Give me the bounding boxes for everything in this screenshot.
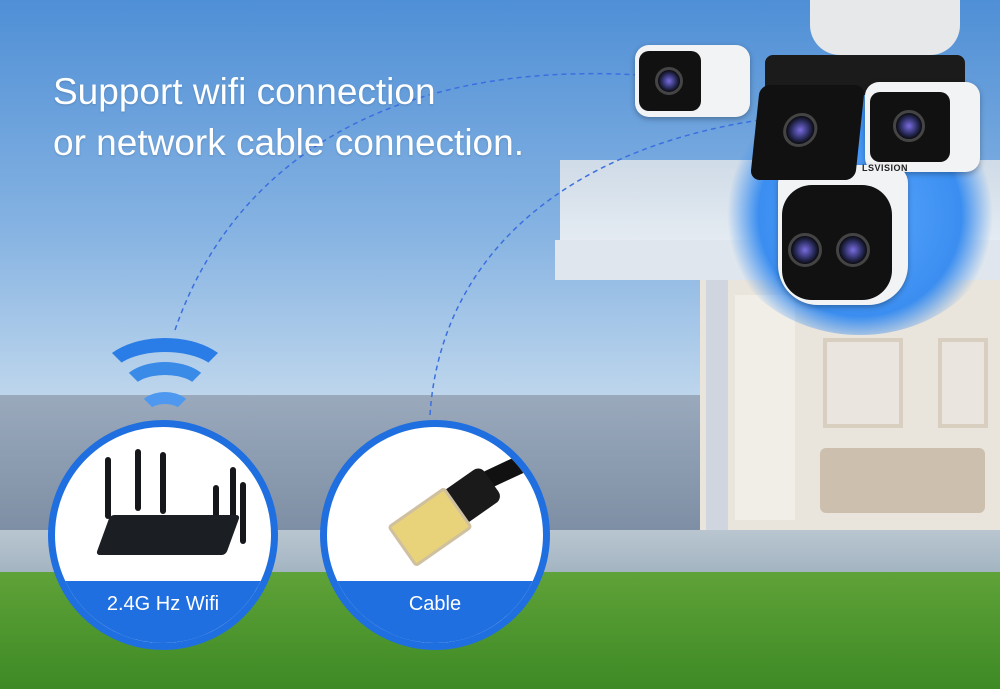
cable-option: Cable (320, 420, 550, 650)
picture-frame (823, 338, 903, 428)
wifi-option: 2.4G Hz Wifi (48, 420, 278, 650)
wifi-signal-icon-mid (118, 362, 212, 422)
camera-bottom (778, 165, 908, 305)
house-pillar (706, 280, 728, 530)
camera-left (635, 45, 750, 117)
camera-right (865, 82, 980, 172)
sofa (820, 448, 985, 513)
headline-line2: or network cable connection. (53, 122, 524, 163)
wifi-signal-icon-inner (137, 392, 193, 432)
camera-lens (788, 233, 822, 267)
picture-frame (938, 338, 988, 428)
router-antenna (230, 467, 236, 529)
router-antenna (160, 452, 166, 514)
wifi-router-icon (95, 515, 241, 555)
cable-option-label: Cable (327, 581, 543, 643)
headline-line1: Support wifi connection (53, 71, 436, 112)
camera-lens (655, 67, 683, 95)
camera-lens (781, 113, 820, 147)
router-antenna (105, 457, 111, 519)
camera-center (750, 85, 865, 180)
camera-lens (893, 110, 925, 142)
headline: Support wifi connection or network cable… (53, 66, 524, 168)
router-antenna (135, 449, 141, 511)
camera-lens (836, 233, 870, 267)
wifi-option-label: 2.4G Hz Wifi (55, 581, 271, 643)
curtain (735, 295, 795, 520)
camera-mount (810, 0, 960, 55)
router-antenna (240, 482, 246, 544)
brand-logo: LSVISION (862, 163, 909, 173)
